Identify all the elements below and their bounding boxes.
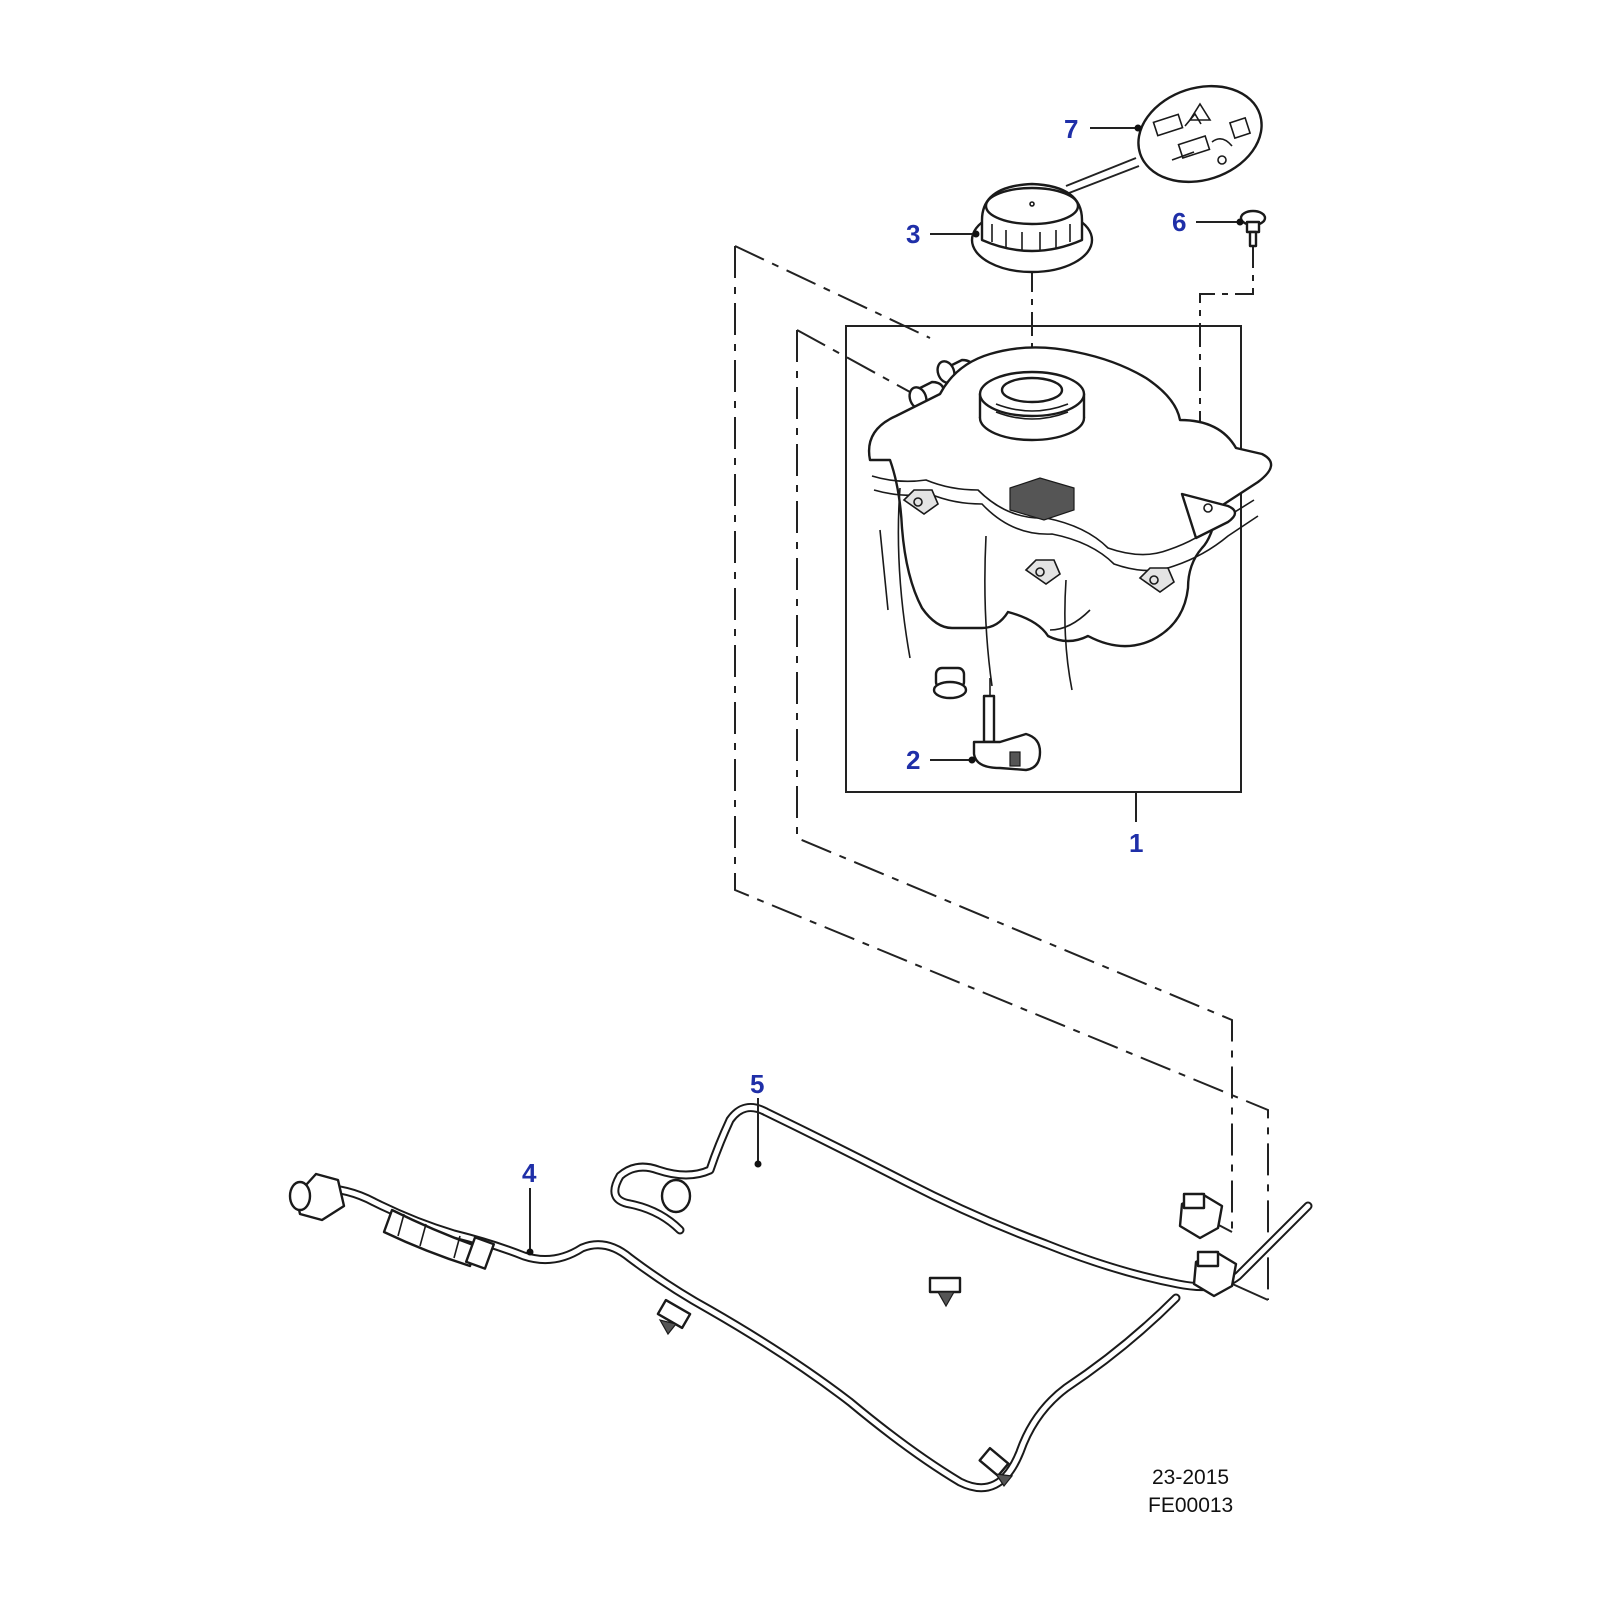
section-reference: 23-2015: [1152, 1466, 1229, 1489]
callout-6: 6: [1172, 207, 1186, 237]
callout-5: 5: [750, 1069, 764, 1099]
bolt-part: [1239, 209, 1267, 248]
level-sensor-part: [972, 678, 1042, 772]
expansion-tank-part: [867, 346, 1273, 700]
warning-label-part: [1137, 84, 1263, 184]
callout-2: 2: [906, 745, 920, 775]
hose-upper-part: [610, 1103, 1313, 1308]
figure-reference: FE00013: [1148, 1494, 1233, 1517]
filler-cap-part: [970, 182, 1094, 274]
callout-1: 1: [1129, 828, 1143, 858]
callout-3: 3: [906, 219, 920, 249]
callout-7: 7: [1064, 114, 1078, 144]
tank-assembly-frame: [845, 325, 1242, 793]
leader-lines: [526, 124, 1244, 1256]
assembly-outline: [734, 245, 1269, 1301]
hose-lower-part: [288, 1172, 1238, 1493]
callout-4: 4: [522, 1158, 537, 1188]
